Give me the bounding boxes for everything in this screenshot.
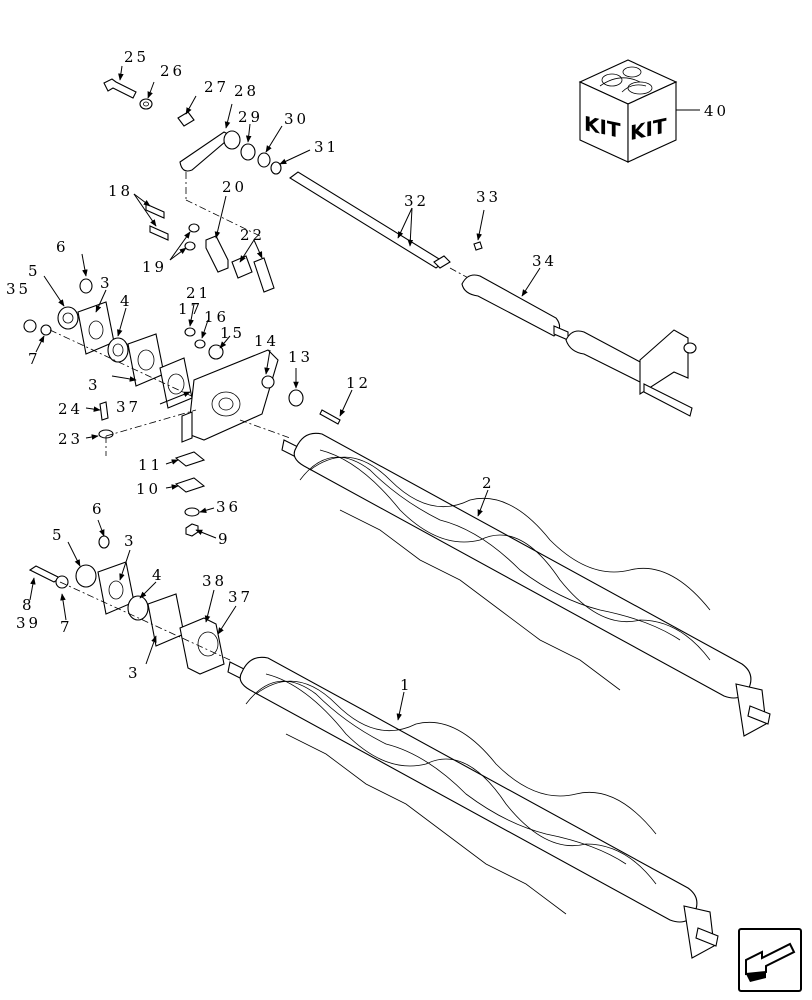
callout-34: 34	[532, 252, 557, 270]
callout-25: 25	[124, 48, 149, 66]
callout-16: 16	[204, 308, 229, 326]
callout-33: 33	[476, 188, 501, 206]
arrow-back-glyph	[745, 942, 796, 982]
callout-36: 36	[216, 498, 241, 516]
callout-5a: 5	[28, 262, 41, 280]
callout-1: 1	[400, 676, 413, 694]
callout-2: 2	[482, 474, 495, 492]
roller-upper	[281, 432, 771, 737]
arrow-back-icon[interactable]	[738, 928, 802, 992]
callout-8: 8	[22, 596, 35, 614]
kit-box: KIT KIT	[578, 59, 700, 163]
callout-3b: 3	[88, 376, 101, 394]
callout-15: 15	[220, 324, 245, 342]
callout-10: 10	[136, 480, 161, 498]
callout-28: 28	[234, 82, 259, 100]
leader-lines	[29, 65, 541, 721]
callout-3c: 3	[124, 532, 137, 550]
callout-19: 19	[142, 258, 167, 276]
callouts: 25 26 27 28 29 30 31 32 33 34 40 18 20 2…	[6, 48, 729, 694]
callout-5b: 5	[52, 526, 65, 544]
callout-40: 40	[704, 102, 729, 120]
callout-29: 29	[238, 108, 263, 126]
callout-30: 30	[284, 110, 309, 128]
callout-13: 13	[288, 348, 313, 366]
callout-37a: 37	[116, 398, 141, 416]
callout-23: 23	[58, 430, 83, 448]
callout-37b: 37	[228, 588, 253, 606]
callout-38: 38	[202, 572, 227, 590]
callout-31: 31	[314, 138, 339, 156]
callout-14: 14	[254, 332, 279, 350]
callout-39: 39	[16, 614, 41, 632]
callout-35: 35	[6, 280, 31, 298]
callout-3d: 3	[128, 664, 141, 682]
link-plates	[145, 203, 275, 293]
callout-6b: 6	[92, 500, 105, 518]
callout-27: 27	[204, 78, 229, 96]
callout-18: 18	[108, 182, 133, 200]
upper-linkage	[103, 78, 282, 237]
roller-lower	[227, 656, 719, 959]
rod-and-cylinder	[289, 171, 697, 417]
upper-bearing-assembly	[23, 278, 201, 409]
callout-22: 22	[240, 226, 265, 244]
callout-17: 17	[178, 300, 203, 318]
callout-3a: 3	[100, 274, 113, 292]
callout-12: 12	[346, 374, 371, 392]
callout-4a: 4	[120, 292, 133, 310]
callout-11: 11	[138, 456, 163, 474]
lower-bearing-assembly	[28, 535, 231, 675]
callout-21: 21	[186, 284, 211, 302]
callout-32: 32	[404, 192, 429, 210]
callout-4b: 4	[152, 566, 165, 584]
callout-26: 26	[160, 62, 185, 80]
callout-9: 9	[218, 530, 231, 548]
callout-6a: 6	[56, 238, 69, 256]
mounting-plate	[98, 327, 341, 537]
callout-7a: 7	[28, 350, 41, 368]
callout-7b: 7	[60, 618, 73, 636]
callout-20: 20	[222, 178, 247, 196]
callout-24: 24	[58, 400, 83, 418]
